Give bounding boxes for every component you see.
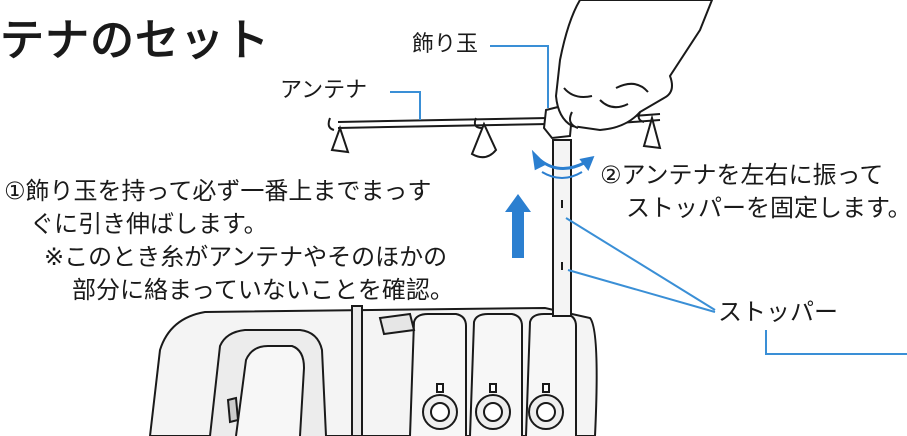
- step-2-line-1: ②アンテナを左右に振って: [600, 161, 884, 189]
- step-1-note-2: 部分に絡まっていないことを確認。: [72, 276, 454, 304]
- up-arrow: [505, 194, 531, 258]
- tension-dials: [422, 383, 564, 430]
- rotate-arrows: [531, 149, 595, 179]
- step-1-note-1: ※このとき糸がアンテナやそのほかの: [44, 243, 448, 271]
- antenna-label: アンテナ: [280, 78, 368, 103]
- leader-lines: [390, 45, 907, 355]
- antenna-pole: [552, 139, 572, 317]
- page-title: テナのセット: [0, 15, 270, 66]
- step-1-line-1: ①飾り玉を持って必ず一番上までまっす: [4, 177, 432, 205]
- step-1-line-2: ぐに引き伸ばします。: [30, 210, 268, 238]
- step-2-line-2: ストッパーを固定します。: [626, 194, 907, 222]
- hand-drawing: [554, 0, 714, 132]
- ornament-ball-label: 飾り玉: [412, 32, 479, 57]
- stopper-label: ストッパー: [718, 298, 838, 326]
